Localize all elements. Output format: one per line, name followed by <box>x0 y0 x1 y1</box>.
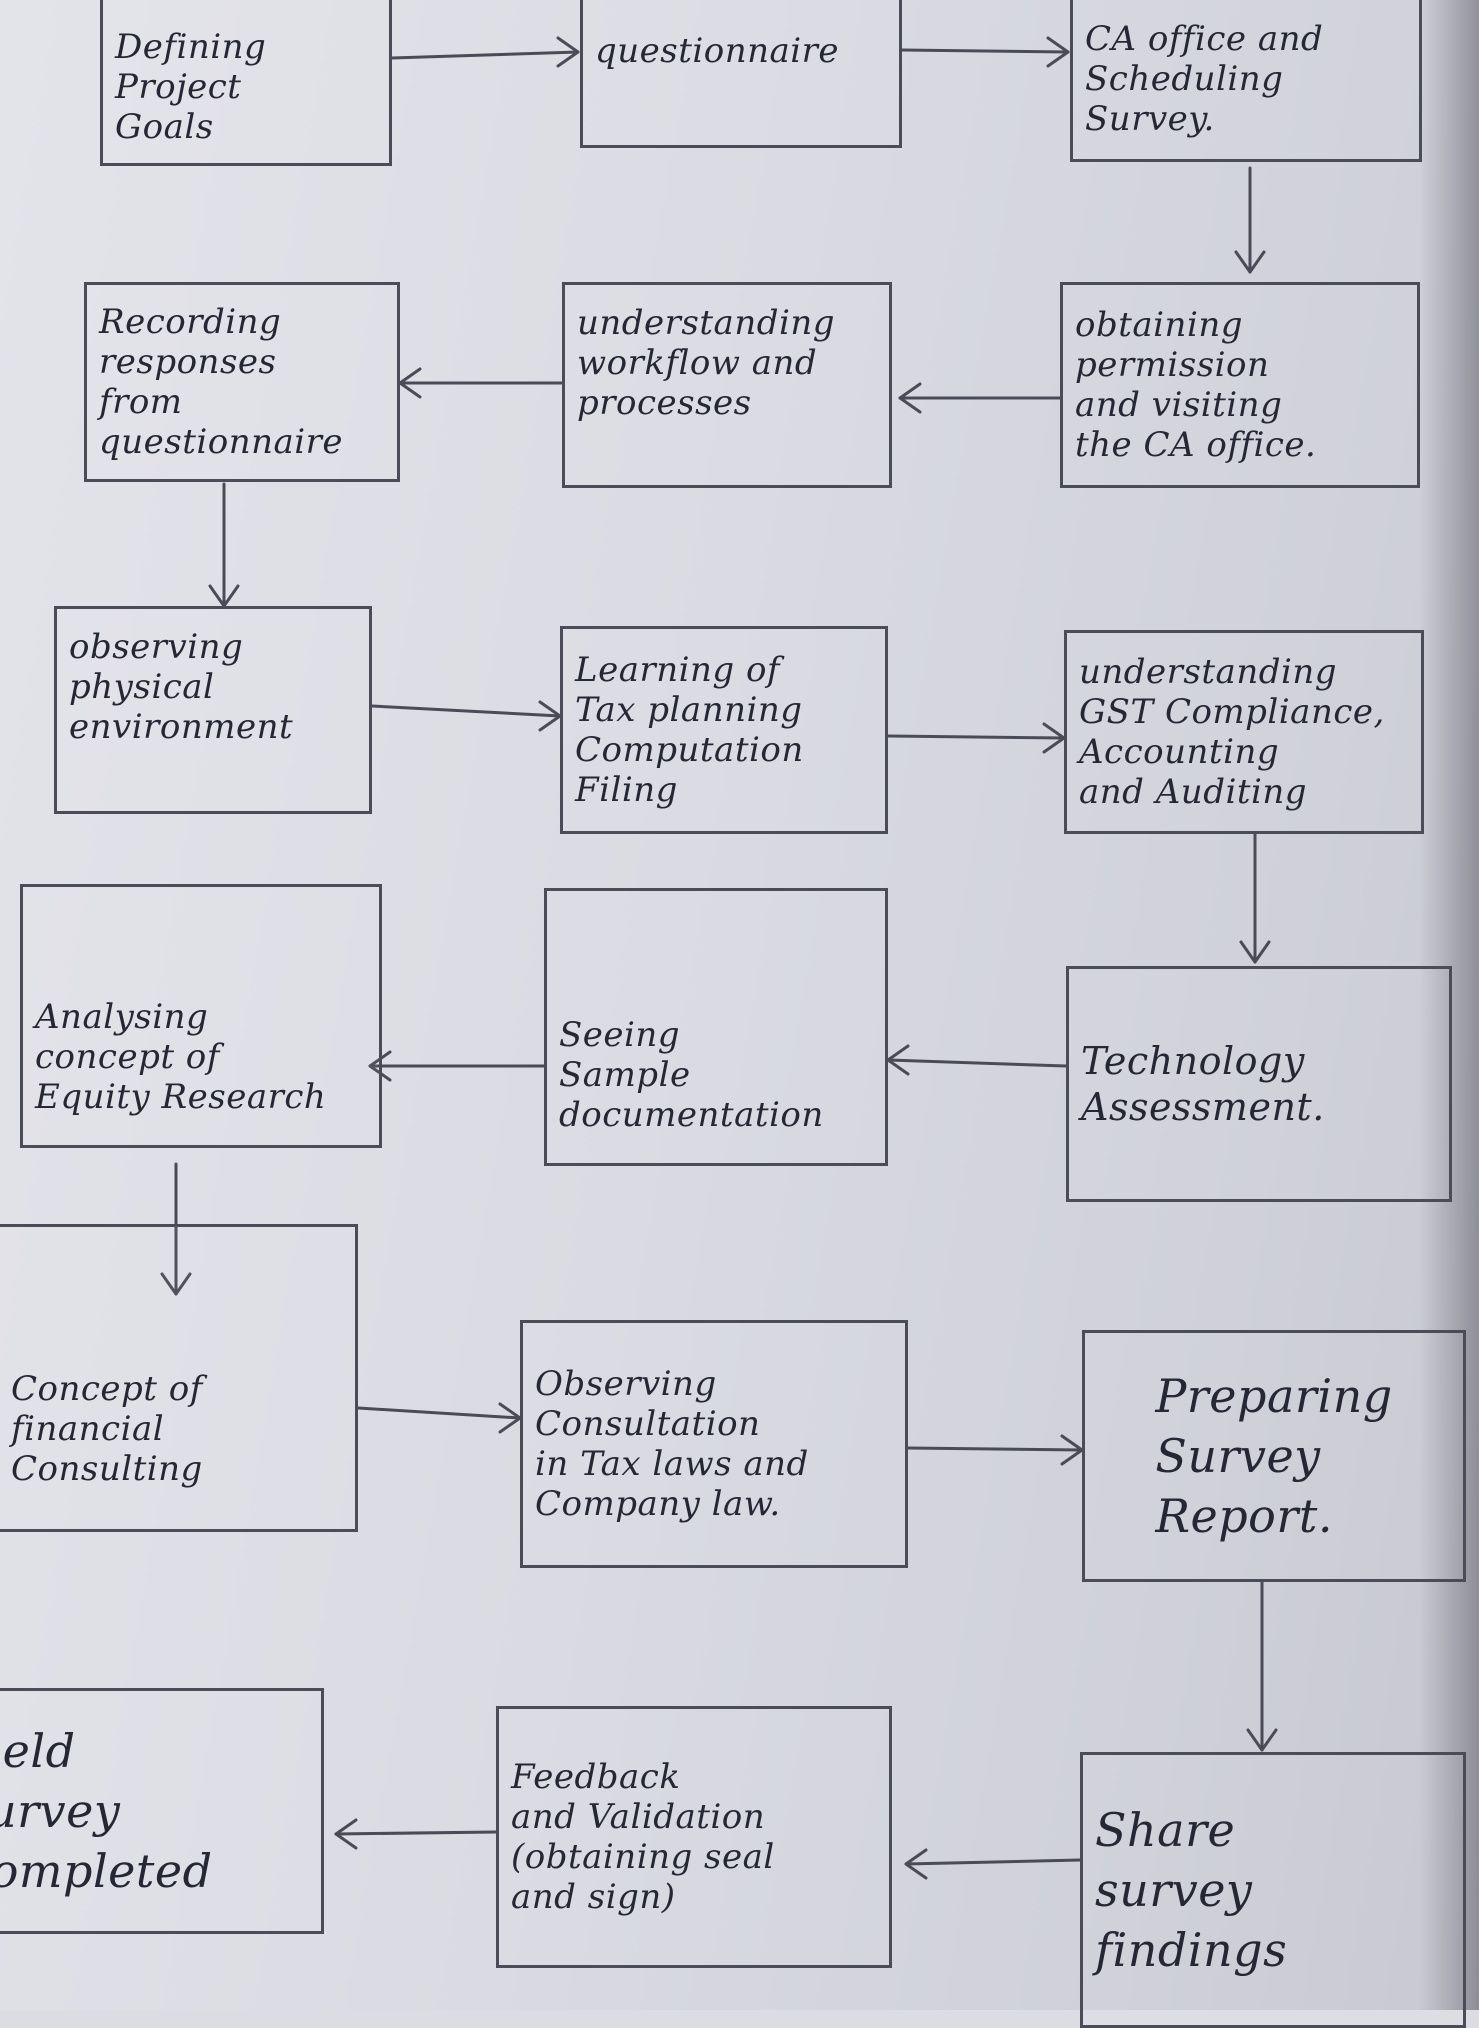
step-label: Analysing concept of Equity Research <box>35 997 327 1117</box>
arrowhead <box>1246 1728 1278 1752</box>
arrow-share-to-feedback <box>904 1858 1082 1866</box>
arrowhead <box>398 367 422 399</box>
step-preparing-survey-report: Preparing Survey Report. <box>1082 1330 1466 1582</box>
arrow-questionnaire-to-ca <box>900 48 1070 54</box>
step-observing-physical-environment: observing physical environment <box>54 606 372 814</box>
arrow-physical-to-tax <box>370 704 562 718</box>
arrow-technology-to-sample <box>886 1058 1068 1068</box>
step-obtaining-permission: obtaining permission and visiting the CA… <box>1060 282 1420 488</box>
arrowhead <box>556 36 580 68</box>
step-field-survey-completed: Field Survey Completed <box>0 1688 324 1934</box>
step-label: observing physical environment <box>69 627 294 747</box>
step-defining-project-goals: Defining Project Goals <box>100 0 392 166</box>
step-recording-responses: Recording responses from questionnaire <box>84 282 400 482</box>
step-label: questionnaire <box>595 31 840 71</box>
step-equity-research: Analysing concept of Equity Research <box>20 884 382 1148</box>
step-label: understanding GST Compliance, Accounting… <box>1079 652 1385 812</box>
step-sample-documentation: Seeing Sample documentation <box>544 888 888 1166</box>
step-label: Recording responses from questionnaire <box>99 302 344 462</box>
arrow-financial-to-consultation <box>356 1406 522 1420</box>
step-label: Feedback and Validation (obtaining seal … <box>511 1757 775 1917</box>
step-label: understanding workflow and processes <box>577 303 836 423</box>
step-questionnaire: questionnaire <box>580 0 902 148</box>
step-label: CA office and Scheduling Survey. <box>1085 19 1324 139</box>
arrowhead <box>904 1848 928 1880</box>
step-understanding-workflow: understanding workflow and processes <box>562 282 892 488</box>
step-label: obtaining permission and visiting the CA… <box>1075 305 1317 465</box>
arrowhead <box>368 1050 392 1082</box>
step-label: Field Survey Completed <box>0 1724 213 1898</box>
step-label: Defining Project Goals <box>115 27 267 147</box>
step-label: Technology Assessment. <box>1081 1039 1325 1129</box>
arrow-consultation-to-report <box>906 1446 1084 1452</box>
step-label: Learning of Tax planning Computation Fil… <box>575 650 804 810</box>
arrowhead <box>886 1044 910 1076</box>
arrowhead <box>898 382 922 414</box>
step-gst-compliance: understanding GST Compliance, Accounting… <box>1064 630 1424 834</box>
arrowhead <box>1234 250 1266 274</box>
step-technology-assessment: Technology Assessment. <box>1066 966 1452 1202</box>
step-label: Share survey findings <box>1095 1803 1288 1977</box>
arrowhead <box>160 1272 192 1296</box>
arrow-feedback-to-field <box>334 1830 498 1836</box>
step-label: Concept of financial Consulting <box>11 1369 203 1489</box>
step-label: Observing Consultation in Tax laws and C… <box>535 1364 809 1524</box>
step-ca-office-scheduling: CA office and Scheduling Survey. <box>1070 0 1422 162</box>
arrow-tax-to-gst <box>886 734 1066 740</box>
step-observing-consultation: Observing Consultation in Tax laws and C… <box>520 1320 908 1568</box>
step-financial-consulting: Concept of financial Consulting <box>0 1224 358 1532</box>
step-feedback-validation: Feedback and Validation (obtaining seal … <box>496 1706 892 1968</box>
step-tax-planning: Learning of Tax planning Computation Fil… <box>560 626 888 834</box>
step-share-survey-findings: Share survey findings <box>1080 1752 1466 2028</box>
arrowhead <box>1046 36 1070 68</box>
arrowhead <box>1239 940 1271 964</box>
step-label: Seeing Sample documentation <box>559 1015 824 1135</box>
arrow-goals-to-questionnaire <box>390 50 580 60</box>
arrowhead <box>334 1818 358 1850</box>
step-label: Preparing Survey Report. <box>1155 1369 1393 1543</box>
